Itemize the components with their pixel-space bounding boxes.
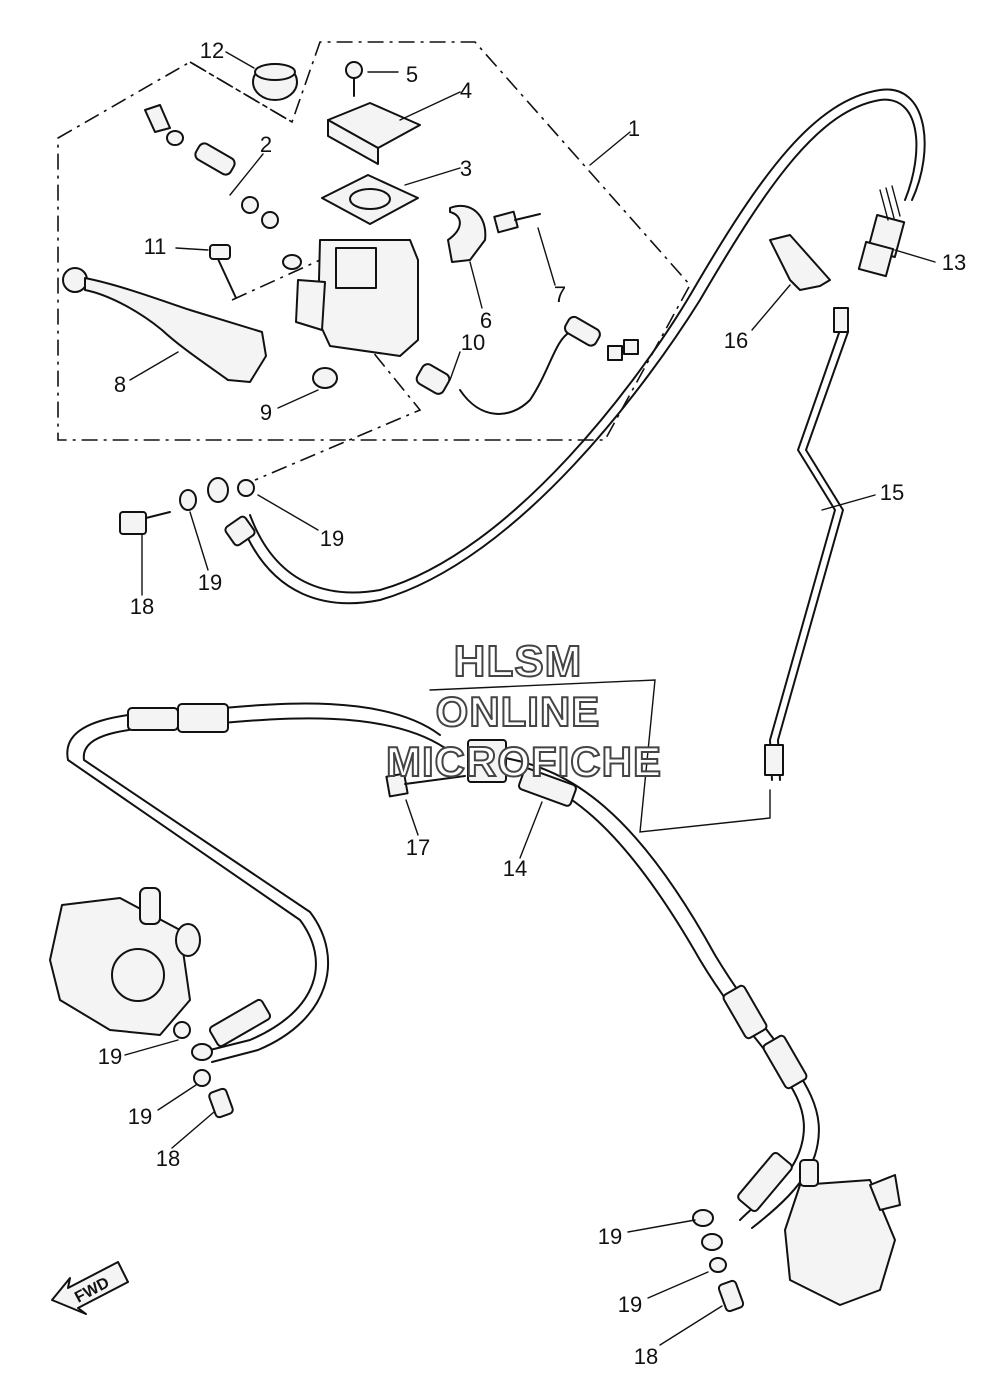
bolt-7 [493, 210, 541, 234]
fwd-arrow-icon: FWD [51, 1261, 129, 1315]
right-caliper [692, 1159, 901, 1313]
pivot-bolt-11 [209, 244, 237, 299]
callout-13: 13 [942, 250, 966, 275]
callout-1: 1 [628, 116, 640, 141]
callout-18-b: 18 [156, 1146, 180, 1171]
boot-12 [252, 63, 298, 101]
hose-fitting-13 [857, 185, 906, 278]
callout-9: 9 [260, 400, 272, 425]
brake-switch-10 [415, 315, 639, 415]
watermark-line-2: ONLINE [436, 688, 601, 735]
hose-coils [127, 703, 808, 1213]
callout-12: 12 [200, 38, 224, 63]
leader-lines [124, 51, 936, 1346]
callout-11: 11 [144, 234, 167, 259]
diaphragm-3 [321, 174, 419, 225]
callout-19-d: 19 [128, 1104, 152, 1129]
callout-5: 5 [406, 62, 418, 87]
hose-joint-block [385, 739, 507, 798]
pipe-fitting-top [833, 307, 849, 333]
reservior-cap-4 [327, 102, 421, 165]
callout-10: 10 [461, 330, 485, 355]
callout-16: 16 [724, 328, 748, 353]
pipe-fitting-bottom [764, 744, 784, 776]
upper-brake-hose-inner [249, 88, 926, 594]
callout-15: 15 [880, 480, 904, 505]
upper-brake-hose [239, 98, 918, 605]
piston-kit-2 [144, 104, 302, 270]
master-cylinder [295, 239, 419, 357]
callout-19-b: 19 [198, 570, 222, 595]
lower-hose-right [499, 769, 805, 1221]
nut-9 [312, 367, 338, 389]
bracket-6 [447, 204, 487, 263]
screw-5 [345, 61, 363, 97]
watermark-line-3: MICROFICHE [386, 738, 662, 785]
callout-19-c: 19 [98, 1044, 122, 1069]
callout-6: 6 [480, 308, 492, 333]
lower-hose-left [66, 702, 441, 1051]
callout-18-c: 18 [634, 1344, 658, 1369]
callout-7: 7 [554, 282, 566, 307]
callout-8: 8 [114, 372, 126, 397]
joint-callout-box [429, 679, 771, 833]
brake-pipe-15-inner [777, 331, 849, 781]
lower-hose-left-inner [82, 717, 446, 1063]
callout-19-a: 19 [320, 526, 344, 551]
leader-dashed [254, 329, 422, 481]
watermark-line-1: HLSM [454, 637, 583, 686]
callout-18-a: 18 [130, 594, 154, 619]
clip-16 [769, 234, 831, 291]
callout-14: 14 [503, 856, 527, 881]
callout-4: 4 [460, 78, 472, 103]
callout-3: 3 [460, 156, 472, 181]
callout-17: 17 [406, 835, 430, 860]
callout-2: 2 [260, 132, 272, 157]
callout-19-f: 19 [618, 1292, 642, 1317]
left-caliper [49, 887, 234, 1119]
callout-19-e: 19 [598, 1224, 622, 1249]
brake-lever-8 [62, 267, 267, 383]
banjo-upper [119, 477, 256, 547]
outline-divider [189, 61, 293, 123]
